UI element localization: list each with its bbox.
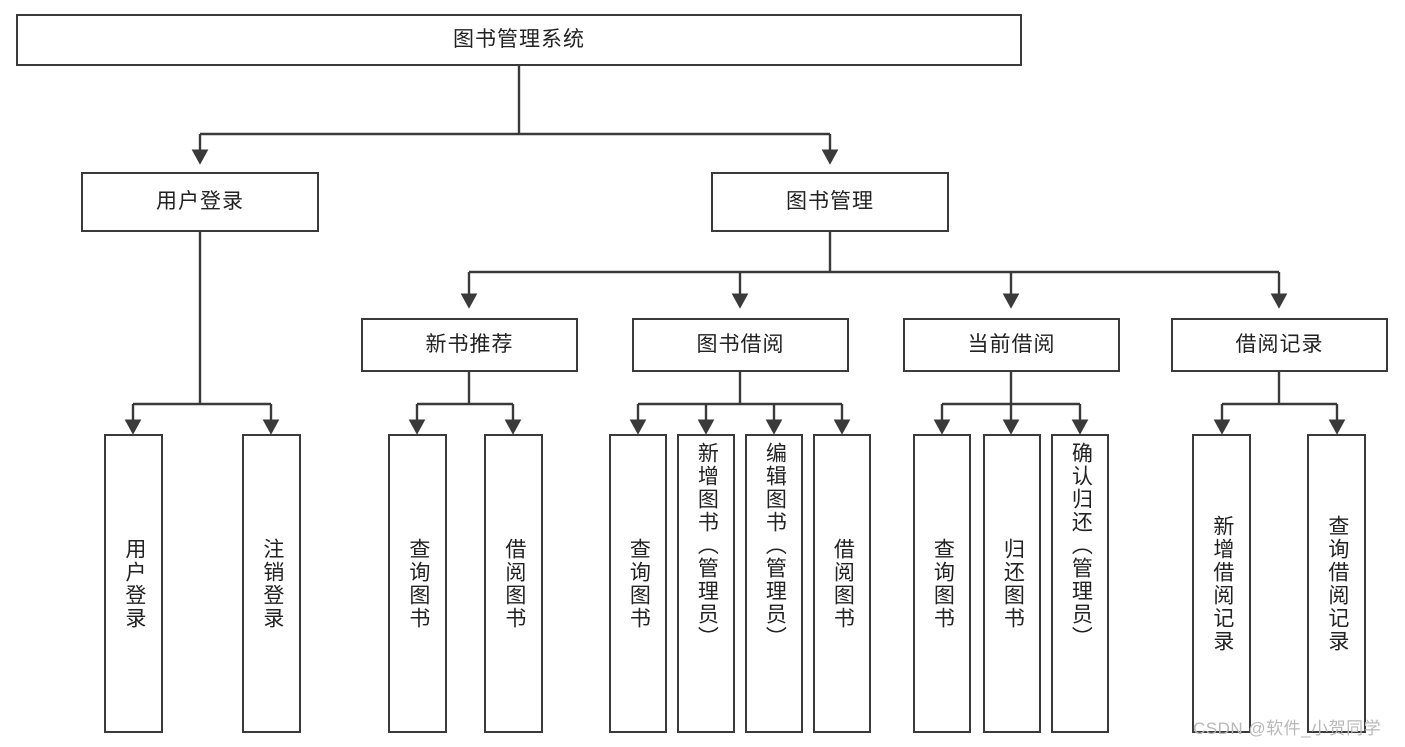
leaf-borrow-query-book[interactable]: 查询图书 [609,434,667,733]
node-user-login[interactable]: 用户登录 [81,172,319,232]
node-label: 图书管理 [786,189,874,213]
leaf-recommend-query-book[interactable]: 查询图书 [388,434,447,733]
csdn-watermark: CSDN @软件_小贺同学 [1193,719,1382,738]
leaf-record-add-record[interactable]: 新增借阅记录 [1192,434,1251,733]
node-label: 查询借阅记录 [1325,514,1349,653]
node-book-management[interactable]: 图书管理 [711,172,949,232]
node-label: 确认归还（管理员） [1069,442,1093,649]
node-borrow-record[interactable]: 借阅记录 [1171,318,1388,372]
node-label: 注销登录 [260,537,284,630]
leaf-recommend-borrow-book[interactable]: 借阅图书 [484,434,543,733]
leaf-current-return-book[interactable]: 归还图书 [983,434,1041,733]
node-label: 图书借阅 [696,332,785,356]
leaf-record-query-record[interactable]: 查询借阅记录 [1307,434,1366,733]
node-label: 借阅图书 [502,537,526,630]
node-label: 编辑图书（管理员） [763,442,787,649]
node-root-book-management-system[interactable]: 图书管理系统 [16,14,1022,66]
leaf-user-login-logout[interactable]: 注销登录 [242,434,301,733]
node-label: 借阅记录 [1235,332,1324,356]
node-label: 新增借阅记录 [1210,514,1234,653]
node-label: 查询图书 [627,537,651,630]
leaf-borrow-add-book-admin[interactable]: 新增图书（管理员） [677,434,735,733]
leaf-borrow-borrow-book[interactable]: 借阅图书 [813,434,871,733]
node-label: 新增图书（管理员） [695,442,719,649]
node-label: 借阅图书 [831,537,855,630]
node-current-borrow[interactable]: 当前借阅 [903,318,1120,372]
node-label: 新书推荐 [425,332,514,356]
node-label: 当前借阅 [967,332,1056,356]
leaf-current-query-book[interactable]: 查询图书 [913,434,971,733]
node-label: 用户登录 [156,189,244,213]
node-label: 查询图书 [406,537,430,630]
node-new-book-recommend[interactable]: 新书推荐 [361,318,578,372]
node-book-borrow[interactable]: 图书借阅 [632,318,849,372]
node-label: 用户登录 [122,537,146,630]
leaf-user-login-login[interactable]: 用户登录 [104,434,163,733]
leaf-current-confirm-return-admin[interactable]: 确认归还（管理员） [1051,434,1109,733]
node-label: 归还图书 [1001,537,1025,630]
leaf-borrow-edit-book-admin[interactable]: 编辑图书（管理员） [745,434,803,733]
node-label: 图书管理系统 [453,27,585,51]
node-label: 查询图书 [931,537,955,630]
